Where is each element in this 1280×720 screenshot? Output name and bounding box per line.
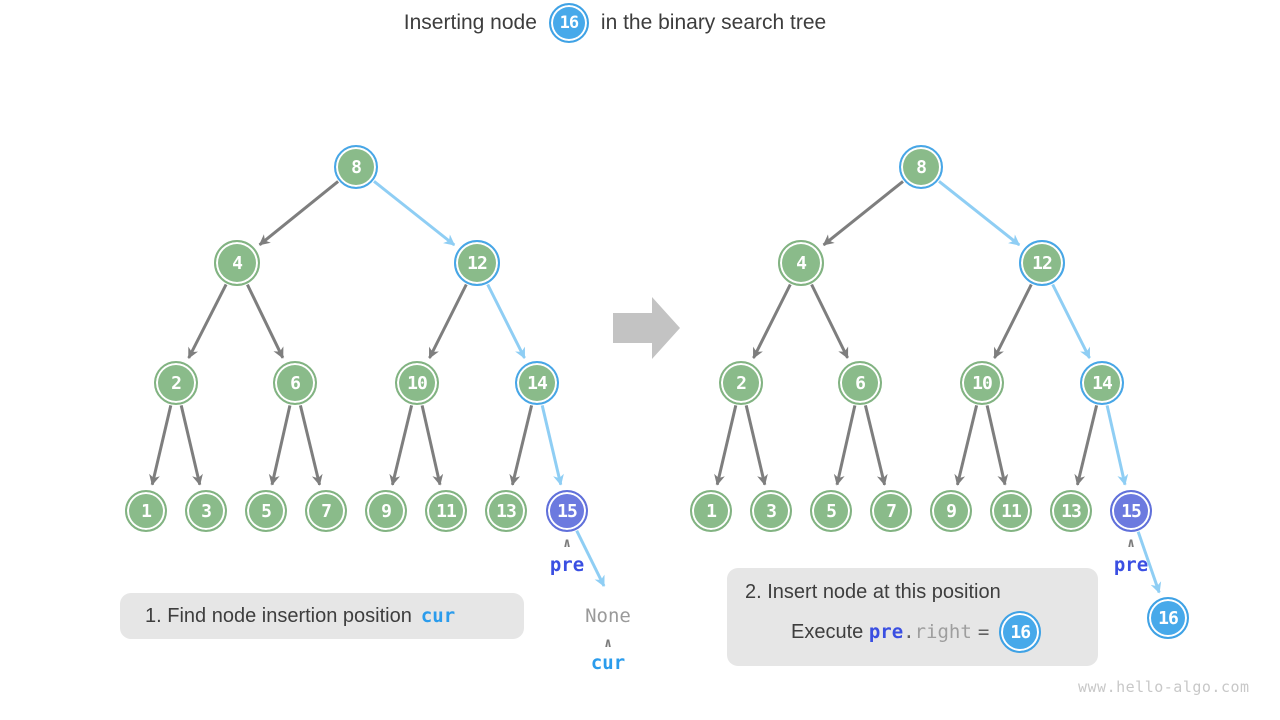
tree-edge <box>714 405 738 486</box>
right-arrow-icon <box>613 297 680 359</box>
tree-edge <box>752 283 792 359</box>
tree-edge <box>833 405 857 486</box>
left-tree-node-2: 2 <box>154 361 198 405</box>
tree-edge <box>179 405 203 486</box>
tree-edge <box>863 405 888 486</box>
cur-caret-icon: ∧ <box>604 636 612 651</box>
tree-edge <box>810 283 849 359</box>
tree-edge <box>420 405 444 486</box>
tree-edge <box>1074 405 1099 486</box>
right-tree-node-1: 1 <box>690 490 732 532</box>
tree-edge <box>149 405 173 486</box>
tree-edge <box>744 405 768 486</box>
step2-dot-code: . <box>903 621 915 643</box>
left-tree-node-3: 3 <box>185 490 227 532</box>
tree-edge <box>246 283 285 359</box>
search-path-edge <box>373 180 456 247</box>
left-tree-node-12: 12 <box>454 240 500 286</box>
title-suffix: in the binary search tree <box>600 11 827 34</box>
left-tree-node-13: 13 <box>485 490 527 532</box>
left-tree-node-10: 10 <box>395 361 439 405</box>
tree-edge <box>268 405 292 486</box>
tree-edge <box>822 180 904 247</box>
tree-edge <box>509 405 534 486</box>
left-pre-caret-icon: ∧ <box>563 536 571 551</box>
right-pre-label: pre <box>1113 554 1149 576</box>
diagram-title: Inserting node 16 in the binary search t… <box>0 0 1230 46</box>
step2-equals-code: = <box>977 621 990 643</box>
left-tree-node-11: 11 <box>425 490 467 532</box>
none-label: None <box>585 605 631 627</box>
right-tree-node-3: 3 <box>750 490 792 532</box>
right-tree-node-16: 16 <box>1147 597 1189 639</box>
search-path-edge <box>1136 531 1162 594</box>
right-tree-node-8: 8 <box>899 145 943 189</box>
tree-edge <box>954 405 979 486</box>
search-path-edge <box>486 283 526 359</box>
tree-edge <box>258 180 340 246</box>
search-path-edge <box>1051 283 1091 359</box>
right-tree-node-7: 7 <box>870 490 912 532</box>
right-tree-node-15: 15 <box>1110 490 1152 532</box>
left-tree-node-7: 7 <box>305 490 347 532</box>
right-tree-node-5: 5 <box>810 490 852 532</box>
right-tree-node-6: 6 <box>838 361 882 405</box>
step2-right-code: right <box>914 621 972 643</box>
tree-edge <box>389 405 414 486</box>
search-path-edge <box>938 180 1021 247</box>
tree-edge <box>985 405 1009 486</box>
title-prefix: Inserting node <box>403 11 537 34</box>
cur-label: cur <box>590 652 626 674</box>
left-pre-label: pre <box>549 554 585 576</box>
right-tree-node-14: 14 <box>1080 361 1124 405</box>
left-tree-node-8: 8 <box>334 145 378 189</box>
step2-line2: Execute pre . right = 16 <box>791 610 1098 654</box>
tree-edge <box>187 283 228 359</box>
search-path-edge <box>1105 405 1129 486</box>
right-tree-node-13: 13 <box>1050 490 1092 532</box>
search-path-edge <box>540 405 564 486</box>
title-node-16: 16 <box>548 3 589 43</box>
search-path-edge <box>575 530 606 587</box>
step2-execute-label: Execute <box>791 620 864 643</box>
right-tree-node-2: 2 <box>719 361 763 405</box>
left-tree-node-9: 9 <box>365 490 407 532</box>
right-pre-caret-icon: ∧ <box>1127 536 1135 551</box>
step2-caption: 2. Insert node at this position Execute … <box>727 568 1098 666</box>
left-tree-node-14: 14 <box>515 361 559 405</box>
watermark: www.hello-algo.com <box>1078 678 1250 696</box>
left-tree-node-5: 5 <box>245 490 287 532</box>
right-tree-node-4: 4 <box>778 240 824 286</box>
step1-text: 1. Find node insertion position <box>145 604 412 627</box>
tree-edge <box>428 283 468 359</box>
left-tree-node-6: 6 <box>273 361 317 405</box>
left-tree-node-4: 4 <box>214 240 260 286</box>
right-tree-node-10: 10 <box>960 361 1004 405</box>
tree-edge <box>298 405 323 486</box>
step1-cur-code: cur <box>420 605 456 627</box>
right-tree-node-9: 9 <box>930 490 972 532</box>
step2-pre-code: pre <box>868 621 904 643</box>
step2-node-16: 16 <box>999 611 1042 653</box>
step1-caption: 1. Find node insertion position cur <box>120 593 524 639</box>
right-tree-node-11: 11 <box>990 490 1032 532</box>
tree-edge <box>993 283 1033 359</box>
left-tree-node-15: 15 <box>546 490 588 532</box>
right-tree-node-12: 12 <box>1019 240 1065 286</box>
step2-line1: 2. Insert node at this position <box>745 581 1001 603</box>
left-tree-node-1: 1 <box>125 490 167 532</box>
